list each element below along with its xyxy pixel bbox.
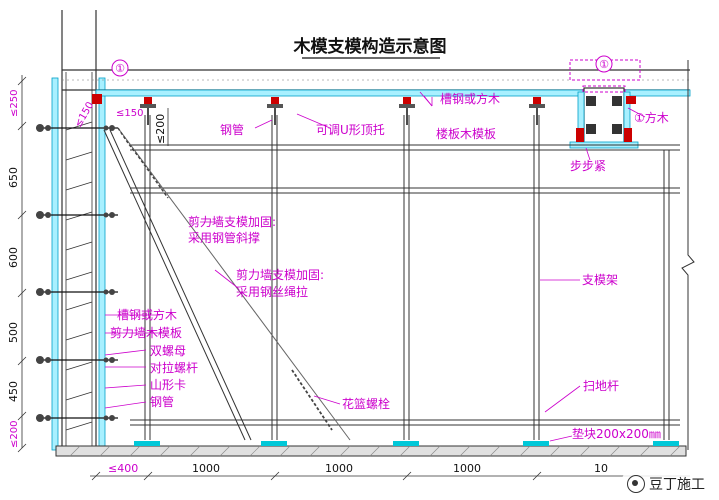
dim-top-1: ≤150 [73,100,96,129]
dim-left-3: 500 [7,322,20,343]
u-support-tops [140,97,545,125]
label-support-frame: 支模架 [582,273,618,287]
label-brace2-line1: 剪力墙支模加固: [236,267,324,282]
label-brace2-line2: 采用钢丝绳拉 [236,284,308,299]
steel-pipe-brace [103,129,252,441]
dim-left-0: ≤250 [9,90,20,117]
dim-bottom-3: 1000 [453,462,481,475]
shear-wall [36,10,118,451]
label-left-channel: 槽钢或方木 [117,307,177,322]
timber-pieces [92,94,636,104]
dim-bottom-2: 1000 [325,462,353,475]
watermark-text: 豆丁施工 [649,477,705,493]
label-channel-or-timber: 槽钢或方木 [440,91,500,106]
marker-right: ① [599,58,609,71]
dim-bottom-1: 1000 [192,462,220,475]
label-wall-formwork: 剪力墙木模板 [110,325,182,340]
dim-left-5: ≤200 [9,421,20,448]
watermark: 豆丁施工 [621,472,711,496]
dim-left-2: 600 [7,247,20,268]
marker-left: ① [115,62,125,75]
dim-bottom-0: ≤400 [108,462,138,475]
diagram-title: 木模支模构造示意图 [293,36,447,57]
watermark-icon [627,475,645,493]
label-sweep-bar: 扫地杆 [583,379,619,393]
dim-left-1: 650 [7,167,20,188]
label-brace1-line1: 剪力墙支模加固: [188,214,276,229]
label-mountain-clip: 山形卡 [150,378,186,392]
label-adjustable-u-support: 可调U形顶托 [316,123,385,137]
bottom-dimension: ≤400 1000 1000 1000 10 [90,462,690,481]
wire-rope [117,127,351,441]
label-brace1-line2: 采用钢管斜撑 [188,230,260,245]
support-frame [144,115,670,440]
dim-left-4: 450 [7,381,20,402]
ledgers [130,144,680,426]
label-step-clamp: 步步紧 [570,159,606,173]
dim-top-0: ≤150 [116,108,143,119]
dim-top-2: ≤200 [154,114,167,144]
label-steel-pipe-left: 钢管 [150,394,174,409]
label-turnbuckle: 花篮螺栓 [342,396,390,411]
dim-bottom-4: 10 [594,462,608,475]
label-timber-right: ①方木 [634,110,669,125]
ground [55,441,687,457]
label-tie-bolt: 对拉螺杆 [150,360,198,375]
label-pad-block: 垫块200x200㎜ [572,426,661,441]
label-floor-formwork: 楼板木模板 [436,126,496,141]
left-dimension: ≤250 650 600 500 450 ≤200 [7,75,27,453]
label-double-nut: 双螺母 [150,344,186,358]
label-steel-pipe: 钢管 [220,122,244,137]
